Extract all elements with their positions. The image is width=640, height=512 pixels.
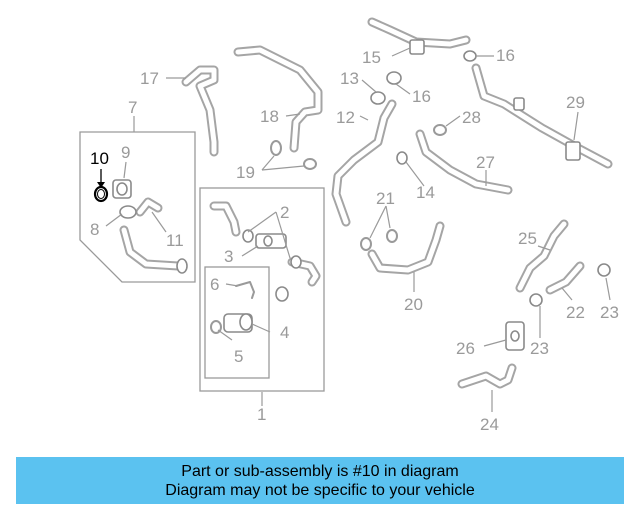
group-frame-1 xyxy=(199,187,325,392)
part-10-arrowhead xyxy=(97,182,105,188)
part-21-o-ring-2 xyxy=(386,229,398,243)
callout-6: 6 xyxy=(210,275,219,294)
callout-16: 16 xyxy=(496,46,515,65)
part-16-clamp-2 xyxy=(463,50,477,62)
part-11-hose xyxy=(135,197,163,217)
callout-20: 20 xyxy=(404,295,423,314)
callout-26: 26 xyxy=(456,339,475,358)
part-14-clamp xyxy=(396,151,408,165)
part-19-o-ring xyxy=(270,140,282,156)
group-frame-7 xyxy=(79,131,196,283)
part-clamp xyxy=(275,286,289,302)
callout-12: 12 xyxy=(336,108,355,127)
callout-21: 21 xyxy=(376,189,395,208)
part-8-clamp xyxy=(119,205,137,219)
callout-10: 10 xyxy=(90,149,109,168)
part-29-rail xyxy=(471,63,613,169)
callout-24: 24 xyxy=(480,415,499,434)
part-2-hoses xyxy=(209,201,321,287)
callout-14: 14 xyxy=(416,183,435,202)
part-21-o-ring xyxy=(360,237,372,251)
part-23-clamp-2 xyxy=(529,293,543,307)
banner-line-2: Diagram may not be specific to your vehi… xyxy=(165,481,475,499)
part-18-hose xyxy=(233,45,323,153)
part-15-hose xyxy=(367,17,471,55)
callout-3: 3 xyxy=(224,247,233,266)
part-25-hose xyxy=(515,219,569,293)
part-12-hose xyxy=(331,99,397,227)
group-frame-4 xyxy=(204,266,270,379)
callout-8: 8 xyxy=(90,220,99,239)
callout-23: 23 xyxy=(600,303,619,322)
callout-5: 5 xyxy=(234,347,243,366)
part-22-hose xyxy=(545,261,585,295)
callout-1: 1 xyxy=(257,405,266,424)
part-28-o-ring xyxy=(433,124,447,136)
banner-line-1: Part or sub-assembly is #10 in diagram xyxy=(181,462,459,480)
callout-23-b: 23 xyxy=(530,339,549,358)
callout-2: 2 xyxy=(280,203,289,222)
part-7-hose xyxy=(119,225,188,274)
part-16-clamp xyxy=(386,71,402,85)
callout-17: 17 xyxy=(140,69,159,88)
callout-4: 4 xyxy=(280,323,289,342)
callout-19: 19 xyxy=(236,163,255,182)
callout-28: 28 xyxy=(462,108,481,127)
part-17-hose xyxy=(181,65,219,157)
callout-13: 13 xyxy=(340,69,359,88)
callout-27: 27 xyxy=(476,153,495,172)
part-4-housing xyxy=(223,313,253,333)
callout-16-b: 16 xyxy=(412,87,431,106)
part-3-connector xyxy=(255,233,287,249)
leader-lines xyxy=(97,47,611,412)
part-23-clamp xyxy=(597,263,611,277)
part-10-seal-ring-inner xyxy=(97,189,105,199)
part-27-pipe xyxy=(415,129,513,195)
part-19-o-ring-2 xyxy=(303,158,317,170)
callout-7: 7 xyxy=(128,98,137,117)
part-5-o-ring xyxy=(210,320,222,334)
callout-15: 15 xyxy=(362,48,381,67)
callout-11: 11 xyxy=(166,231,184,250)
callout-25: 25 xyxy=(518,229,537,248)
info-banner: Part or sub-assembly is #10 in diagram D… xyxy=(16,457,624,504)
part-6-pipe xyxy=(235,281,255,299)
part-13-clamp xyxy=(370,91,386,105)
part-20-pipe xyxy=(367,221,445,275)
part-26-connector xyxy=(505,321,525,351)
callout-22: 22 xyxy=(566,303,585,322)
callout-18: 18 xyxy=(260,107,279,126)
parts-diagram: 1 2 3 4 5 6 7 8 9 10 11 12 13 14 15 16 1… xyxy=(79,17,619,434)
part-24-hose xyxy=(457,363,517,389)
callout-9: 9 xyxy=(121,143,130,162)
part-9-connector xyxy=(112,179,132,199)
callout-29: 29 xyxy=(566,93,585,112)
